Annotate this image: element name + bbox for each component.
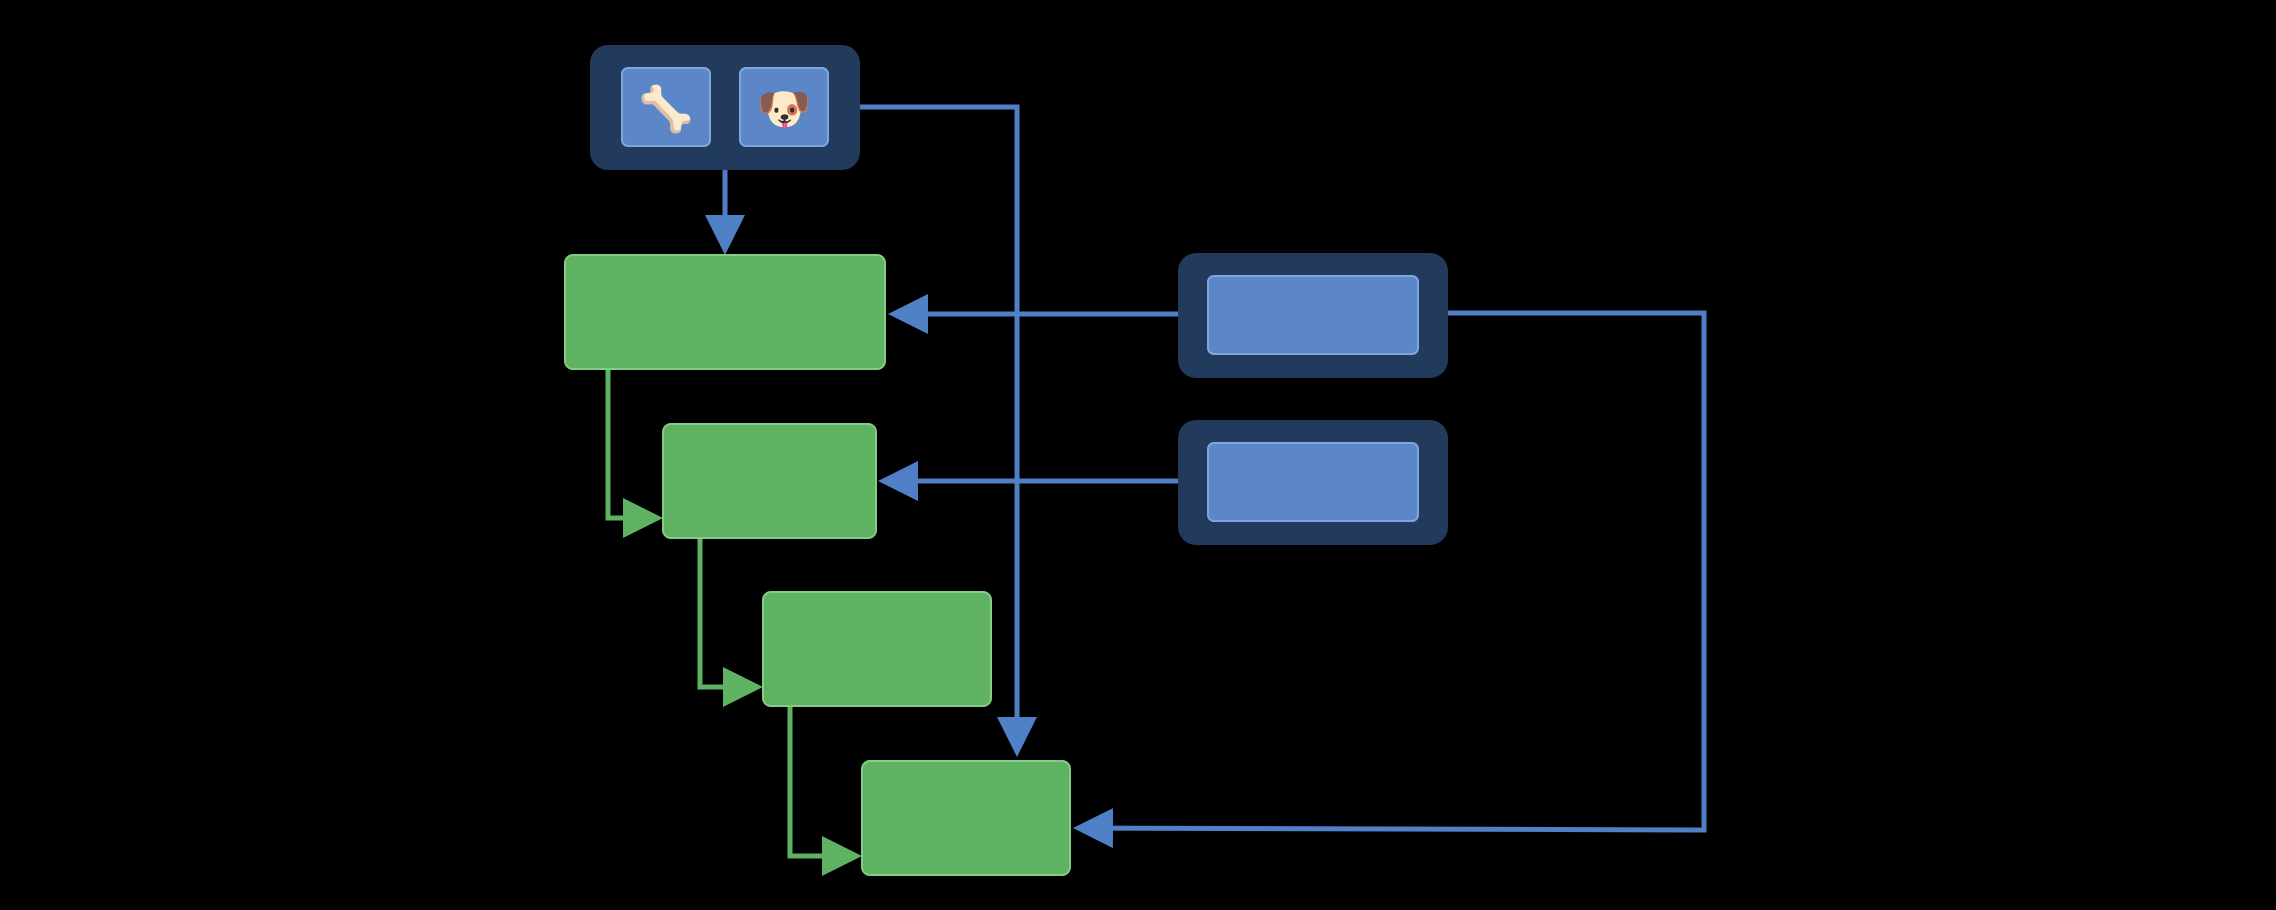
dog-face-icon: 🐶 [757,84,812,135]
green-node-4[interactable] [861,760,1071,876]
bone-icon: 🦴 [639,82,694,135]
icon-source-group: 🦴 🐶 [590,45,860,170]
green-node-3[interactable] [762,591,992,707]
bone-tile[interactable]: 🦴 [621,67,711,147]
blue-connectors [705,104,1707,849]
blue-node-2[interactable] [1207,442,1419,522]
dog-tile[interactable]: 🐶 [739,67,829,147]
blue-node-1-group [1178,253,1448,378]
green-node-1[interactable] [564,254,886,370]
connector-blue-node-1-to-green-node-4 [1073,310,1707,849]
connector-icons-to-green-node-4 [860,104,1037,757]
green-node-2[interactable] [662,423,877,539]
connector-green-1-to-green-2 [605,369,663,538]
connector-green-3-to-green-4 [787,706,862,876]
connector-green-2-to-green-3 [697,538,763,707]
blue-node-2-group [1178,420,1448,545]
green-connectors [605,369,862,876]
blue-node-1[interactable] [1207,275,1419,355]
